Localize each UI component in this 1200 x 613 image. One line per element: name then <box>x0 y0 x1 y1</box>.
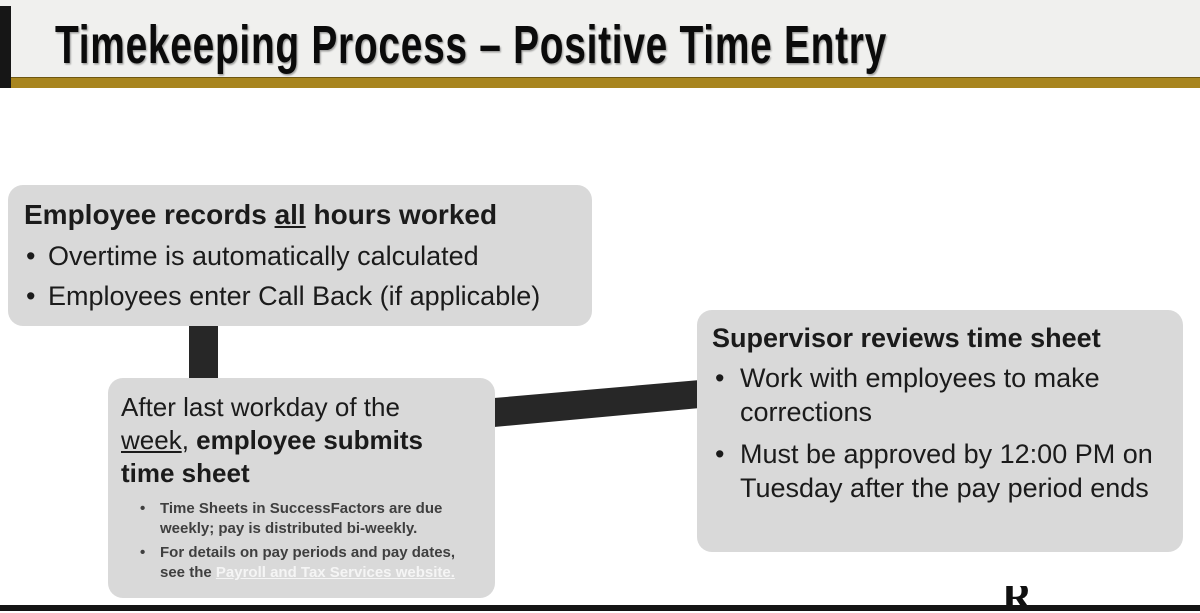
process-box-employee-submits: After last workday of the week, employee… <box>108 378 495 598</box>
left-accent-bar <box>0 6 11 88</box>
process-box-supervisor-reviews: Supervisor reviews time sheet Work with … <box>697 310 1183 552</box>
box2-title-bold: employee submits time sheet <box>121 425 424 488</box>
list-item: For details on pay periods and pay dates… <box>121 543 460 583</box>
list-item: Work with employees to make corrections <box>712 361 1155 429</box>
box1-title-post: hours worked <box>305 199 498 230</box>
box2-item2-pre: For details on pay periods and pay dates… <box>160 544 456 581</box>
connector-box1-to-box2 <box>189 324 218 380</box>
list-item: Employees enter Call Back (if applicable… <box>24 279 582 313</box>
box2-sub-bullet-list: Time Sheets in SuccessFactors are due we… <box>121 499 485 583</box>
box1-title-pre: Employee records <box>24 199 275 230</box>
slide-header: Timekeeping Process – Positive Time Entr… <box>0 0 1200 78</box>
box3-bullet-list: Work with employees to make corrections … <box>712 361 1173 505</box>
box3-title: Supervisor reviews time sheet <box>712 323 1101 353</box>
partial-logo: R <box>1002 586 1048 605</box>
box2-title-pre: After last workday of the <box>121 392 400 422</box>
partial-logo-letter: R <box>1002 586 1048 605</box>
box2-title: After last workday of the week, employee… <box>121 391 451 490</box>
box1-bullet-list: Overtime is automatically calculated Emp… <box>24 239 582 313</box>
list-item: Must be approved by 12:00 PM on Tuesday … <box>712 437 1155 505</box>
box2-title-underlined: week <box>121 425 182 455</box>
connector-box2-to-box3 <box>494 380 700 427</box>
page-title: Timekeeping Process – Positive Time Entr… <box>55 15 887 75</box>
list-item: Overtime is automatically calculated <box>24 239 582 273</box>
list-item: Time Sheets in SuccessFactors are due we… <box>121 499 460 539</box>
box1-title: Employee records all hours worked <box>24 198 582 232</box>
box2-item2-post: . <box>450 564 455 581</box>
box1-title-underlined: all <box>274 199 306 230</box>
payroll-tax-services-link[interactable]: Payroll and Tax Services website <box>215 564 451 581</box>
bottom-divider <box>0 605 1200 611</box>
gold-divider <box>0 77 1200 88</box>
box2-title-separator: , <box>181 425 197 455</box>
process-box-employee-records: Employee records all hours worked Overti… <box>8 185 592 326</box>
